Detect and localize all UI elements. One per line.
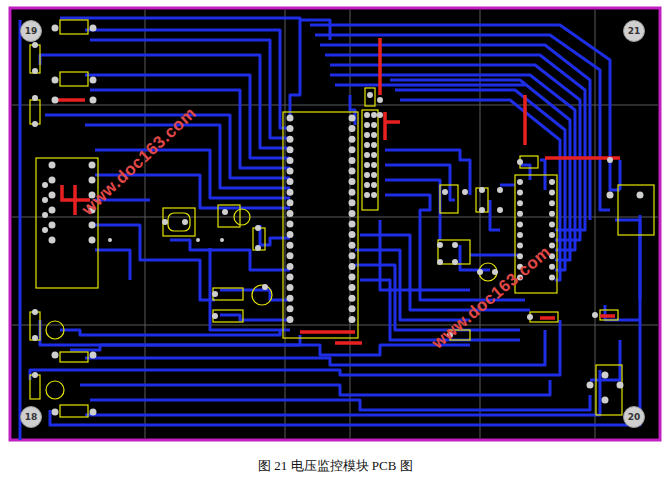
corner-marker: 18 — [20, 406, 42, 428]
corner-marker: 19 — [20, 20, 42, 42]
corner-number: 18 — [25, 412, 38, 422]
corner-marker: 20 — [623, 406, 645, 428]
corner-marker: 21 — [623, 20, 645, 42]
figure-caption: 图 21 电压监控模块 PCB 图 — [258, 457, 413, 475]
corner-number: 20 — [628, 412, 641, 422]
corner-number: 21 — [628, 26, 641, 36]
corner-number: 19 — [25, 26, 38, 36]
